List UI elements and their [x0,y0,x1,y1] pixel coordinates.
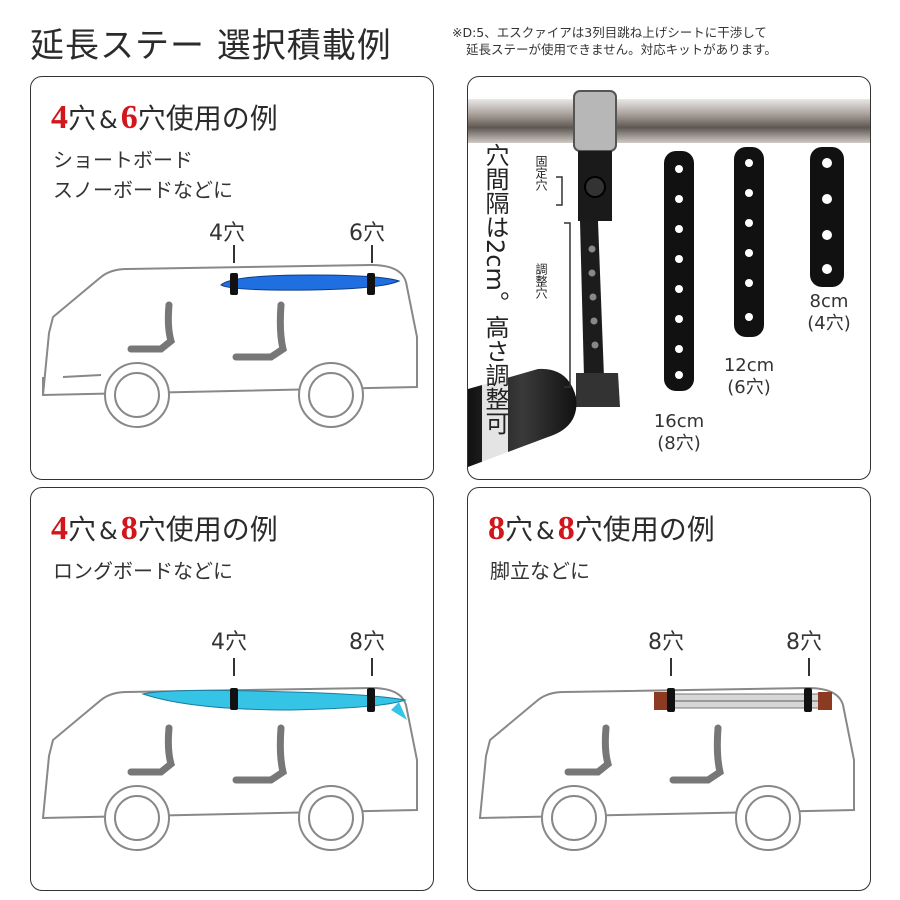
panel-stay-photo: 穴間隔は2cm。高さ調整可 固定穴 調整穴 16cm(8穴) 12cm(6穴) … [467,76,871,480]
page-title: 延長ステー 選択積載例 [30,26,392,66]
notice-line-2: 延長ステーが使用できません。対応キットがあります。 [466,42,777,57]
panel-long-board: 4穴&8穴使用の例 ロングボードなどに 4穴 8穴 [30,487,434,891]
fixed-holes-label: 固定穴 [534,155,548,191]
stay-12cm-label: 12cm(6穴) [723,355,775,398]
stay-8cm-icon [810,147,844,287]
car-illustration [41,245,418,428]
hole-label-b: 6穴 [349,221,385,246]
car-illustration [478,658,855,851]
adjust-holes-label: 調整穴 [534,263,548,299]
hole-label-b: 8穴 [786,630,822,655]
hole-label-b: 8穴 [349,630,385,655]
panel-title: 4穴&6穴使用の例 [51,99,278,136]
panel-subtitle: ショートボード スノーボードなどに [53,148,233,202]
stay-12cm-icon [734,147,764,337]
hole-spacing-text: 穴間隔は2cm。高さ調整可 [481,143,509,473]
panel-title: 8穴&8穴使用の例 [488,510,715,547]
panel-short-board: 4穴&6穴使用の例 ショートボード スノーボードなどに 4穴 6穴 [30,76,434,480]
panel-subtitle: ロングボードなどに [53,559,233,583]
stay-8cm-label: 8cm(4穴) [807,291,851,334]
surfboard-icon [220,274,401,291]
hole-label-a: 4穴 [211,630,247,655]
hole-label-a: 8穴 [648,630,684,655]
panel-subtitle: 脚立などに [490,559,590,583]
car-illustration [41,658,418,851]
hole-label-a: 4穴 [209,221,245,246]
longboard-icon [141,689,407,711]
notice-line-1: ※D:5、エスクァイアは3列目跳ね上げシートに干渉して [452,25,767,40]
panel-ladder: 8穴&8穴使用の例 脚立などに 8穴 8穴 [467,487,871,891]
stay-16cm-label: 16cm(8穴) [653,411,705,454]
stay-illustration [468,90,870,467]
panel-title: 4穴&8穴使用の例 [51,510,278,547]
ladder-icon [654,692,832,710]
stay-16cm-icon [664,151,694,391]
notice-text: ※D:5、エスクァイアは3列目跳ね上げシートに干渉して 延長ステーが使用できませ… [452,24,892,58]
